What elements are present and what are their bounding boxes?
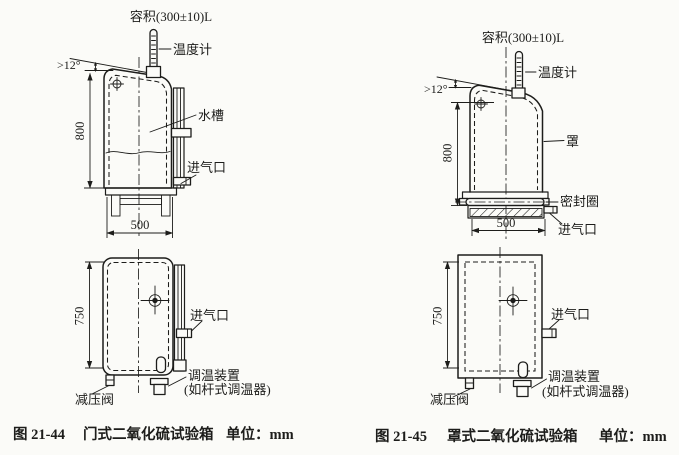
dim-750-label: 750 [73, 307, 87, 326]
fig-right-caption-no: 图 21-45 [375, 428, 427, 445]
regulator-label-2: (如杆式调温器) [542, 384, 629, 399]
angle-arrow-up [453, 78, 458, 83]
hinge-strip [173, 264, 186, 372]
fig-right-side-view [436, 47, 565, 240]
water-tank-label: 水槽 [198, 108, 224, 123]
regulator-tab [517, 361, 529, 379]
volume-label: 容积(300±10)L [130, 9, 212, 24]
fig-left: 容积(300±10)L 温度计 >12° 水槽 进气口 800 500 750 … [13, 9, 294, 443]
cover-leader [543, 140, 565, 142]
inlet-front-label: 进气口 [551, 307, 590, 322]
relief-valve-label: 减压阀 [75, 392, 114, 407]
door-edge-lines [176, 87, 181, 189]
knob-center [510, 297, 516, 304]
leg-left [111, 194, 121, 217]
relief-valve-leader [452, 388, 471, 398]
hinge-foot [172, 359, 187, 372]
knob-ring [506, 294, 520, 307]
thermometer-graduations [516, 57, 522, 86]
inlet-leader [180, 174, 197, 184]
leg-right [161, 194, 171, 217]
door-edge-strip [172, 87, 185, 189]
thermometer-label: 温度计 [173, 42, 212, 57]
relief-valve-leader [91, 385, 110, 395]
angle-arrow-up [93, 61, 98, 66]
gas-inlet-stub [541, 328, 557, 339]
volume-label: 容积(300±10)L [482, 30, 564, 45]
inlet-front-leader [191, 320, 203, 332]
dim-500-label: 500 [497, 216, 516, 230]
cover-label: 罩 [566, 134, 579, 149]
fig-left-caption-unit: 单位：mm [226, 425, 294, 443]
vent-hole-cross [110, 77, 124, 91]
inlet-leader [549, 213, 563, 225]
regulator-label-1: 调温装置 [188, 368, 240, 383]
angle-label: >12° [57, 58, 81, 72]
inlet-side-label: 进气口 [187, 160, 226, 175]
thermometer-collar [145, 65, 162, 79]
cover-flange [461, 191, 549, 200]
dim-750-label: 750 [431, 307, 445, 326]
fig-right: 容积(300±10)L 温度计 >12° 罩 密封圈 进气口 800 500 7… [375, 30, 667, 445]
inlet-side-label: 进气口 [558, 222, 597, 237]
dim-750-extensions [85, 261, 104, 369]
fig-left-side-view [69, 28, 197, 238]
knob-center [152, 297, 158, 304]
dim-800-label: 800 [73, 122, 87, 141]
regulator-label-1: 调温装置 [548, 369, 600, 384]
cover-inner-dashed [473, 89, 539, 190]
fig-right-caption-unit: 单位：mm [599, 427, 667, 445]
door-handle [170, 127, 192, 138]
thermometer-collar [511, 87, 526, 99]
relief-valve-label: 减压阀 [430, 392, 469, 407]
water-tank-leader [149, 114, 197, 133]
angle-reference-line [69, 58, 159, 75]
base-plate [104, 187, 178, 196]
regulator-flange [512, 379, 532, 388]
regulator-leader [531, 378, 547, 389]
door-outline [102, 257, 174, 376]
water-level-wave [105, 151, 171, 155]
fig-left-caption: 图 21-44 门式二氧化硫试验箱单位：mm [13, 425, 294, 443]
regulator-body [153, 383, 166, 396]
regulator-label-2: (如杆式调温器) [184, 382, 271, 397]
regulator-leader [168, 376, 187, 387]
base-pan-hatch [469, 208, 543, 217]
vent-hole-cross [474, 97, 488, 111]
gas-inlet-stub [175, 328, 193, 339]
angle-arrow-down [453, 85, 458, 89]
gas-inlet-pipe [543, 205, 558, 214]
fig-left-caption-no: 图 21-44 [13, 426, 65, 443]
leg-crossbar [119, 198, 162, 205]
cover-outline [469, 84, 544, 193]
fig-left-caption-title: 门式二氧化硫试验箱 [83, 425, 214, 443]
regulator-body [516, 385, 529, 398]
fig-right-front-view [443, 247, 560, 398]
regulator-flange [149, 377, 169, 386]
inlet-front-label: 进气口 [190, 308, 229, 323]
door-inner-dashed [106, 261, 170, 372]
dim-800-label: 800 [441, 144, 455, 163]
hinge-strip-lines [177, 264, 182, 372]
dim-500-label: 500 [131, 218, 150, 232]
fig-right-caption: 图 21-45 罩式二氧化硫试验箱 单位：mm [375, 427, 667, 445]
dim-750-extensions [443, 261, 459, 369]
seal-ring-label: 密封圈 [560, 194, 599, 209]
fig-left-front-view [85, 249, 203, 396]
angle-label: >12° [424, 82, 448, 96]
angle-arrow-down [93, 68, 98, 73]
thermometer-label: 温度计 [538, 65, 577, 80]
gas-inlet-pipe [172, 176, 192, 186]
inlet-front-leader [548, 319, 560, 330]
chamber-inner-wall-dashed [108, 74, 168, 185]
fig-right-caption-title: 罩式二氧化硫试验箱 [447, 427, 578, 445]
thermometer-graduations [151, 35, 156, 64]
regulator-tab [155, 356, 167, 374]
knob-ring [148, 294, 162, 307]
